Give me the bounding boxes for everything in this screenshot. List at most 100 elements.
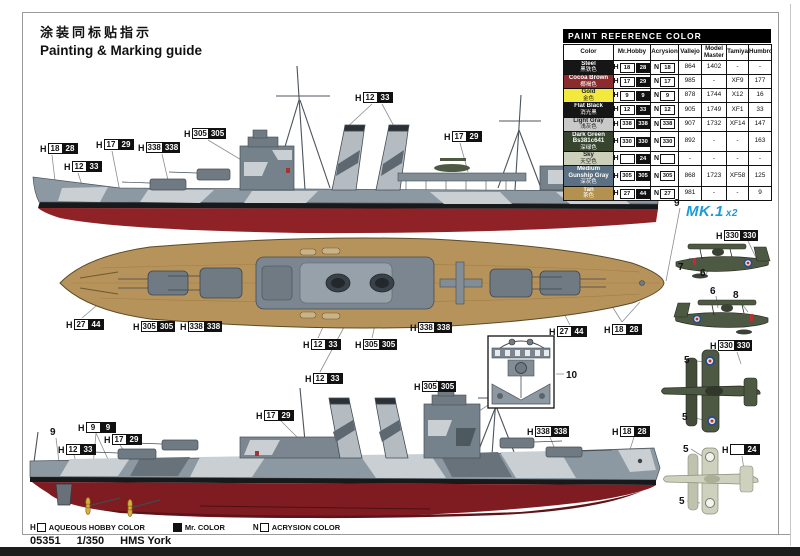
solid-box-icon	[172, 523, 182, 532]
h-prefix: H	[78, 422, 85, 433]
aqueous-number-box: 330	[660, 136, 676, 147]
humbrol-cell: 16	[748, 88, 772, 104]
vallejo-cell: 864	[678, 59, 702, 76]
color-name-chinese: 深灰色	[580, 179, 597, 186]
seaplane-bottom-view	[663, 447, 759, 515]
model-master-cell: 1723	[701, 165, 727, 188]
part-number-callout: 6	[710, 286, 716, 297]
h-prefix: H	[66, 319, 73, 330]
mr-color-number-box: 28	[626, 324, 642, 335]
aircraft-drawings	[661, 240, 771, 515]
aqueous-number-box: 12	[312, 373, 328, 384]
aqueous-number-box: 17	[619, 76, 635, 87]
aqueous-number-box: 305	[362, 339, 380, 350]
mr-color-number-box: 305	[438, 381, 457, 392]
kit-number: 05351	[30, 535, 61, 547]
kit-scale: 1/350	[76, 535, 105, 547]
model-master-cell: 1749	[701, 102, 727, 118]
aqueous-number-box: 338	[187, 321, 205, 332]
mr-color-number-box: 33	[86, 161, 102, 172]
humbrol-cell: -	[748, 59, 772, 76]
aqueous-number-box: 305	[191, 128, 209, 139]
color-name: Dark Green Bs381c641	[572, 131, 605, 145]
column-header: Acrysion	[650, 44, 679, 61]
aqueous-number-box: 17	[451, 131, 467, 142]
h-prefix: H	[612, 426, 619, 437]
h-prefix: H	[527, 426, 534, 437]
mr-color-number-box: 29	[278, 410, 294, 421]
tamiya-cell: XF14	[726, 116, 749, 132]
paint-table-title: PAINT REFERENCE COLOR	[563, 29, 771, 43]
aqueous-number-box: 12	[71, 161, 87, 172]
mr-color-number-box: 338	[434, 322, 453, 333]
mr-color-number-box: 28	[634, 426, 650, 437]
ship-plan-view-drawing	[59, 207, 681, 405]
legend-label: AQUEOUS HOBBY COLOR	[48, 523, 145, 532]
ship-name: HMS York	[120, 535, 172, 547]
aqueous-number-box: 9	[660, 90, 676, 101]
mr-color-number-box: 44	[635, 188, 650, 199]
vallejo-cell: 878	[678, 88, 702, 104]
model-master-cell: -	[701, 74, 727, 90]
mr-color-number-box: 9	[100, 422, 116, 433]
aqueous-number-box: 18	[619, 426, 635, 437]
vallejo-cell: 868	[678, 165, 702, 188]
legend-label: ACRYSION COLOR	[271, 523, 341, 532]
h-prefix: H	[256, 410, 263, 421]
outline-box-icon	[259, 523, 269, 532]
mr-color-number-box: 305	[157, 321, 176, 332]
h-prefix: H	[180, 321, 187, 332]
mr-color-number-box: 44	[88, 319, 104, 330]
mr-color-number-box: 24	[744, 444, 760, 455]
mr-color-number-box: 28	[635, 62, 650, 73]
aqueous-number-box: 12	[619, 105, 635, 116]
aqueous-number-box: 18	[660, 62, 676, 73]
color-name: Medium Gunship Gray	[568, 165, 609, 179]
color-name: Steel	[581, 60, 596, 67]
aqueous-number-box: 27	[660, 188, 676, 199]
color-name: Sky	[583, 151, 594, 159]
h-prefix: H	[355, 92, 362, 103]
h-prefix: H	[549, 326, 556, 337]
part-number-callout: 5	[683, 444, 689, 455]
color-name-chinese: 消光黑	[580, 109, 597, 116]
page-title-english: Painting & Marking guide	[40, 43, 203, 58]
mr-color-number-box: 29	[118, 139, 134, 150]
color-name: Cocoa Brown	[568, 74, 609, 82]
aqueous-number-box: 330	[619, 136, 635, 147]
h-prefix: H	[303, 339, 310, 350]
color-name-chinese: 茶色	[582, 193, 594, 200]
h-prefix: H	[133, 321, 140, 332]
vallejo-cell: 981	[678, 186, 702, 202]
part-number-callout: 5	[679, 496, 685, 507]
part-number-callout: 10	[566, 370, 578, 381]
